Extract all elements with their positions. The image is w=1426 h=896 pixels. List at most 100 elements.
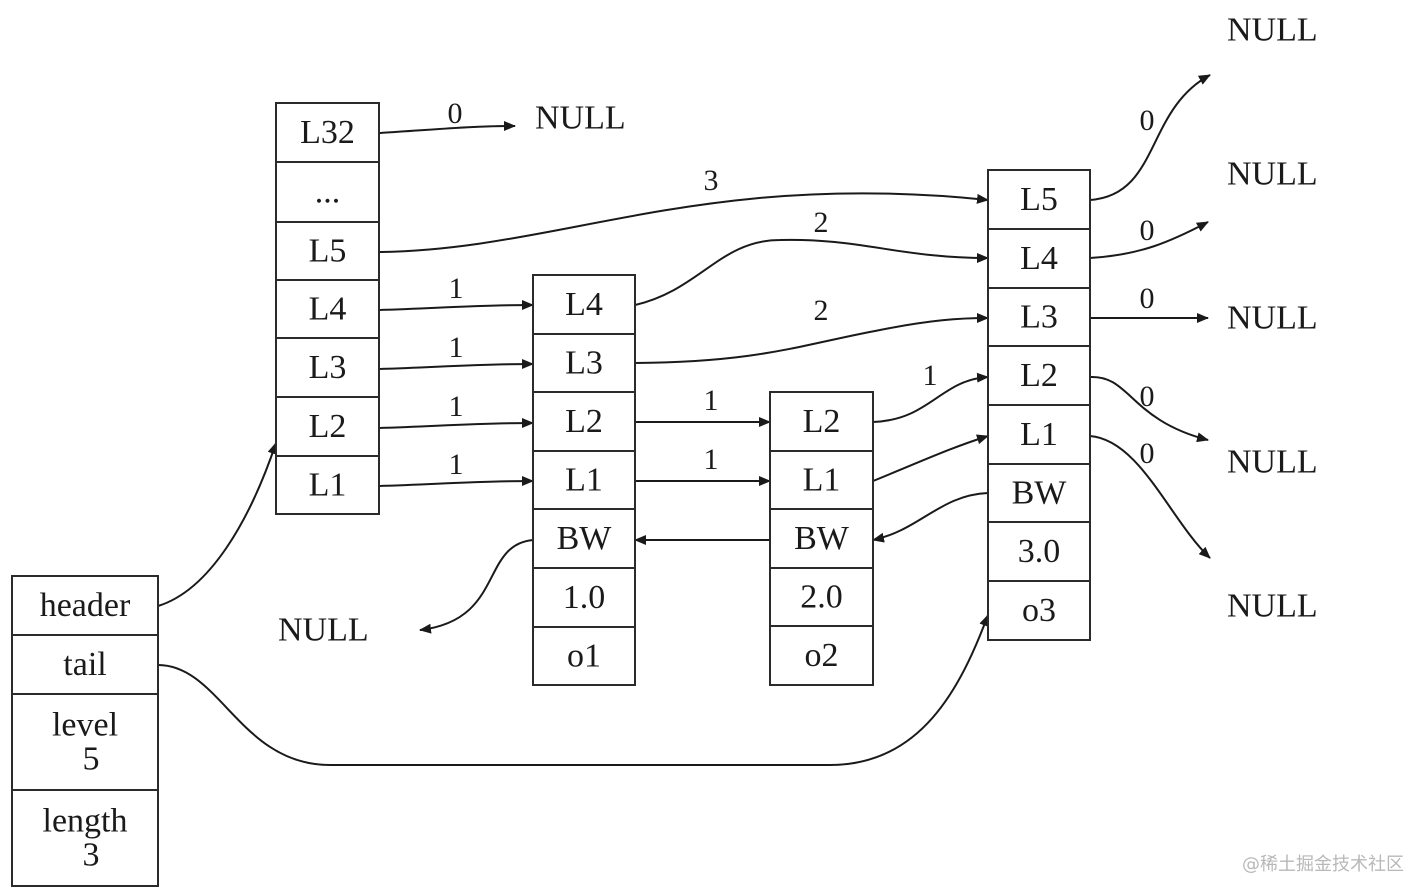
edge-arrow bbox=[872, 492, 989, 543]
node1-cell: L4 bbox=[532, 274, 636, 335]
edge: 2 bbox=[634, 294, 989, 364]
node3-cell: L2 bbox=[987, 345, 1091, 406]
cell-label: header bbox=[40, 587, 131, 624]
cell-box bbox=[987, 228, 1091, 289]
header-node-cell: L1 bbox=[275, 455, 380, 515]
edge-arrow bbox=[1089, 375, 1209, 443]
cell-label: L1 bbox=[803, 462, 841, 499]
edge-span-label: 1 bbox=[449, 448, 464, 481]
edge: 3 bbox=[378, 164, 989, 253]
edge-span-label: 0 bbox=[1140, 380, 1155, 413]
cell-box bbox=[769, 508, 874, 569]
cell-box bbox=[769, 391, 874, 452]
cell-box bbox=[275, 221, 380, 281]
edge-arrow bbox=[157, 442, 278, 607]
null-label: NULL bbox=[1227, 156, 1318, 193]
edge-span-label: 2 bbox=[814, 206, 829, 239]
node1-cell: 1.0 bbox=[532, 567, 636, 628]
null-label: NULL bbox=[278, 612, 369, 649]
cell-label: o3 bbox=[1022, 592, 1056, 629]
cell-label: L3 bbox=[309, 349, 347, 386]
edge: 2 bbox=[634, 206, 989, 306]
cell-box bbox=[769, 567, 874, 627]
edge-span-label: 0 bbox=[1140, 214, 1155, 247]
node1-cell: L2 bbox=[532, 391, 636, 452]
null-label: NULL bbox=[1227, 12, 1318, 49]
nodes-layer: headertaillevel5length3L32...L5L4L3L2L1L… bbox=[11, 102, 1091, 887]
edge-arrow bbox=[419, 539, 534, 634]
edge-span-label: 1 bbox=[449, 390, 464, 423]
cell-label: level bbox=[52, 707, 118, 744]
node2-cell: o2 bbox=[769, 625, 874, 686]
cell-label: L1 bbox=[565, 462, 603, 499]
cell-label: L32 bbox=[300, 114, 355, 151]
cell-label: 3.0 bbox=[1018, 533, 1061, 570]
edge bbox=[157, 614, 989, 766]
null-label: NULL bbox=[1227, 588, 1318, 625]
cell-box bbox=[769, 625, 874, 686]
header-node-cell: ... bbox=[275, 161, 380, 223]
null-label: NULL bbox=[535, 100, 626, 137]
edge: 0 bbox=[1089, 435, 1211, 559]
edge-arrow bbox=[872, 434, 989, 482]
edge-arrow bbox=[1089, 221, 1209, 259]
header-node-cell: L4 bbox=[275, 279, 380, 339]
edge-span-label: 1 bbox=[923, 359, 938, 392]
node3-cell: L1 bbox=[987, 404, 1091, 465]
cell-label: L4 bbox=[565, 286, 603, 323]
edge: 1 bbox=[378, 272, 534, 311]
edge-span-label: 2 bbox=[814, 294, 829, 327]
cell-label: 1.0 bbox=[563, 579, 606, 616]
cell-label: o2 bbox=[805, 637, 839, 674]
cell-box bbox=[532, 567, 636, 628]
cell-label: 5 bbox=[83, 741, 100, 778]
edge-span-label: 1 bbox=[449, 331, 464, 364]
cell-label: L1 bbox=[309, 467, 347, 504]
edge-span-label: 0 bbox=[1140, 104, 1155, 137]
cell-label: o1 bbox=[567, 638, 601, 675]
edge-arrow bbox=[378, 300, 534, 311]
cell-box bbox=[987, 580, 1091, 641]
header-node-cell: L3 bbox=[275, 337, 380, 398]
node3-cell: L3 bbox=[987, 287, 1091, 347]
cell-label: BW bbox=[794, 520, 850, 557]
edge: 0 bbox=[1089, 375, 1209, 443]
edge-span-label: 1 bbox=[704, 443, 719, 476]
node3-cell: 3.0 bbox=[987, 521, 1091, 582]
edge-arrow bbox=[378, 359, 534, 370]
edge-span-label: 1 bbox=[449, 272, 464, 305]
edge: 1 bbox=[378, 390, 534, 429]
cell-box bbox=[769, 450, 874, 510]
cell-label: L4 bbox=[1020, 240, 1058, 277]
edge: 1 bbox=[378, 331, 534, 370]
node2-cell: L2 bbox=[769, 391, 874, 452]
zskiplist-cell: header bbox=[11, 575, 159, 636]
edge: 1 bbox=[635, 443, 771, 486]
edge-span-label: 1 bbox=[704, 384, 719, 417]
edge: 1 bbox=[635, 384, 771, 427]
cell-box bbox=[275, 279, 380, 339]
edge bbox=[419, 539, 534, 634]
cell-box bbox=[987, 345, 1091, 406]
edge-arrow bbox=[1089, 74, 1211, 201]
cell-box bbox=[987, 404, 1091, 465]
edge bbox=[872, 434, 989, 482]
cell-box bbox=[532, 333, 636, 393]
node3-cell: BW bbox=[987, 463, 1091, 523]
null-label: NULL bbox=[1227, 300, 1318, 337]
edge-arrow bbox=[378, 192, 989, 253]
cell-label: L2 bbox=[309, 408, 347, 445]
edge bbox=[157, 442, 278, 607]
cell-box bbox=[532, 391, 636, 452]
header-node-cell: L2 bbox=[275, 396, 380, 457]
node2-cell: L1 bbox=[769, 450, 874, 510]
edge-arrow bbox=[378, 121, 516, 134]
node1-cell: L3 bbox=[532, 333, 636, 393]
edge: 1 bbox=[378, 448, 534, 487]
